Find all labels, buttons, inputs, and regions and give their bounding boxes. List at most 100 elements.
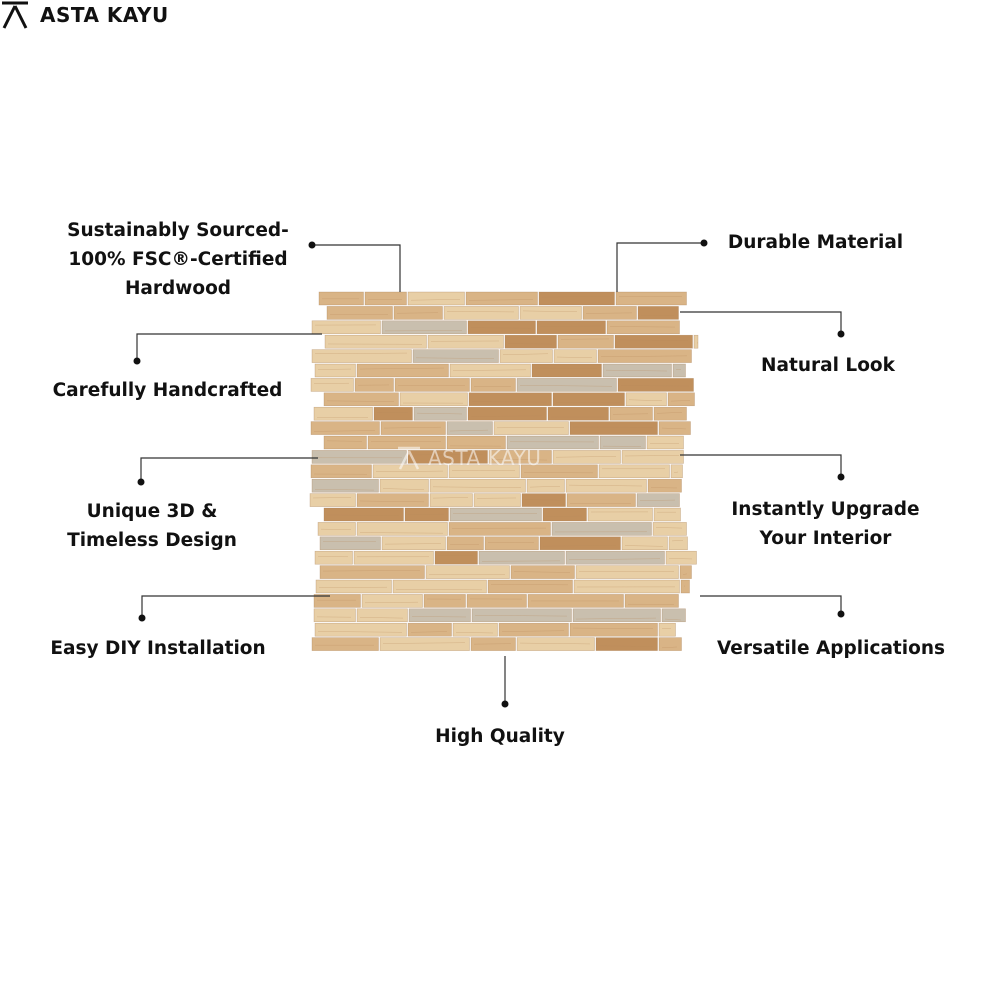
wood-strip [569,421,658,435]
wood-grain [529,486,561,488]
wood-strip [429,478,526,493]
wood-strip [313,594,361,608]
wood-strip [665,550,697,565]
wood-strip [658,622,676,637]
wood-grain [410,453,484,456]
wood-strip [354,378,394,392]
wood-strip [373,406,413,421]
feature-line: Instantly Upgrade [731,499,920,520]
wood-grain [664,618,682,621]
wood-grain [326,400,395,402]
wood-strip [446,421,493,435]
wood-grain [624,545,664,547]
wood-strip [582,306,637,320]
wood-strip [404,507,449,522]
brand-logo: ASTA KAYU [0,0,1000,30]
wood-strip [658,637,682,651]
wood-strip [572,608,661,623]
wood-strip [412,349,499,363]
wood-strip [504,334,557,349]
wood-grain [572,627,654,629]
wood-strip [652,522,687,536]
wood-grain [449,544,480,546]
wood-strip [499,349,553,363]
feature-line: Timeless Design [67,530,237,551]
wood-grain [432,497,469,499]
wood-strip [614,334,693,349]
wood-strip [473,493,521,507]
feature-line: High Quality [435,726,565,747]
wood-strip [448,522,551,536]
wood-grain [568,484,643,487]
feature-line: Your Interior [759,528,892,549]
feature-line: Durable Material [727,232,904,253]
wood-strip [536,320,606,335]
wood-strip [381,320,467,335]
wood-grain [410,631,448,633]
wood-strip [393,306,443,320]
wood-strip [647,478,682,493]
wood-grain [364,601,419,604]
feature-sustainably-sourced: Sustainably Sourced- 100% FSC®-Certified… [58,216,298,303]
wood-grain [470,327,532,329]
wood-grain [661,646,678,649]
wood-grain [359,532,444,534]
wood-strip [646,435,684,450]
wood-strip [553,349,597,363]
wood-strip [399,392,468,407]
wood-strip [569,622,658,637]
wood-strip [609,406,653,421]
wood-grain [326,514,400,516]
wood-grain [568,558,661,560]
wood-strip [317,522,356,536]
wood-strip [679,565,692,579]
wood-grain [513,571,571,573]
wood-grain [682,573,688,575]
wood-strip [394,378,470,392]
wood-strip [470,637,516,651]
wood-strip [315,579,392,594]
wood-grain [474,615,568,617]
watermark: ASTA KAYU [396,446,541,470]
watermark-mark-icon [398,446,420,470]
wood-strip [356,363,449,378]
wood-strip [324,334,427,349]
wood-strip [526,478,565,493]
wood-strip [488,450,552,464]
wood-strip [313,608,356,623]
wood-grain [600,355,688,358]
wood-grain [524,499,562,501]
feature-line: Natural Look [761,355,895,376]
wood-strip [538,291,615,306]
wood-grain [359,367,445,370]
feature-line: Carefully Handcrafted [52,380,283,401]
brand-mark-icon [2,1,28,29]
wood-grain [542,545,617,547]
wood-strip [310,378,354,392]
wood-grain [452,369,527,371]
wood-strip [427,334,504,349]
wood-strip [309,493,356,507]
wood-strip [602,363,672,378]
wood-strip [311,320,381,335]
wood-grain [416,412,463,415]
wood-strip [510,565,575,579]
wood-strip [452,622,498,637]
wood-strip [617,378,694,392]
wood-grain [522,310,578,313]
wood-grain [668,558,693,560]
wood-grain [375,470,444,473]
wood-grain [313,430,376,432]
wood-strip [407,291,465,306]
wood-grain [541,295,611,298]
wood-strip [372,464,448,479]
wood-strip [506,435,599,450]
wood-grain [410,299,461,301]
wood-grain [519,385,613,387]
wood-strip [443,306,519,320]
wood-grain [359,500,425,503]
wood-strip [552,392,625,407]
brand-name: ASTA KAYU [40,3,169,27]
wood-strip [516,378,617,392]
wood-strip [658,421,691,435]
